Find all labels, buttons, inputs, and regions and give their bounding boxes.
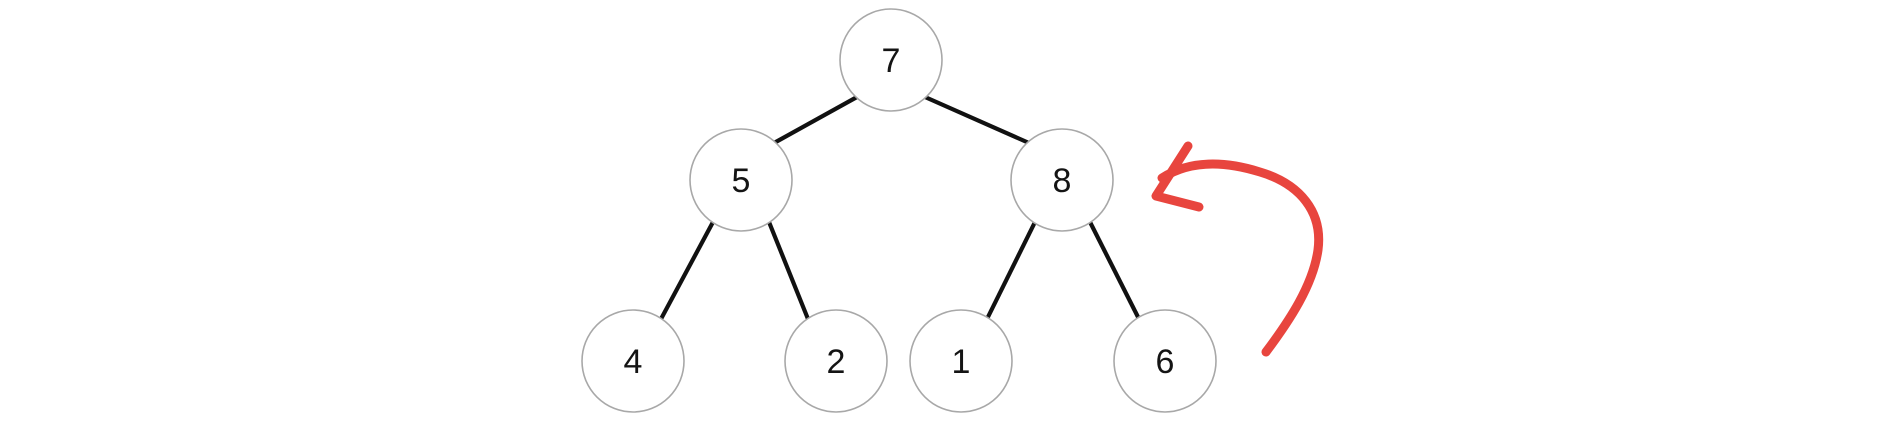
- tree-node-5[interactable]: 5: [689, 128, 793, 232]
- tree-edge-root-n8: [924, 95, 1030, 145]
- tree-edge-n8-n1: [985, 221, 1037, 320]
- tree-node-8[interactable]: 8: [1010, 128, 1114, 232]
- node-circle-6[interactable]: [1113, 309, 1217, 413]
- node-label-5: 5: [732, 162, 751, 200]
- node-circle-7[interactable]: [839, 8, 943, 112]
- node-label-2: 2: [827, 343, 846, 381]
- tree-edge-n5-n2: [767, 221, 810, 320]
- tree-edge-root-n5: [772, 95, 859, 145]
- node-circle-5[interactable]: [689, 128, 793, 232]
- tree-node-2[interactable]: 2: [784, 309, 888, 413]
- tree-edge-n8-n6: [1088, 221, 1141, 320]
- node-circle-8[interactable]: [1010, 128, 1114, 232]
- tree-node-7[interactable]: 7: [839, 8, 943, 112]
- tree-node-6[interactable]: 6: [1113, 309, 1217, 413]
- red-arrow-shaft: [1157, 159, 1324, 357]
- node-circle-4[interactable]: [581, 309, 685, 413]
- node-circle-2[interactable]: [784, 309, 888, 413]
- node-label-1: 1: [952, 343, 971, 381]
- node-label-6: 6: [1156, 343, 1175, 381]
- node-label-7: 7: [882, 42, 901, 80]
- node-label-8: 8: [1053, 162, 1072, 200]
- tree-node-1[interactable]: 1: [909, 309, 1013, 413]
- node-label-4: 4: [624, 343, 643, 381]
- tree-node-4[interactable]: 4: [581, 309, 685, 413]
- node-circle-1[interactable]: [909, 309, 1013, 413]
- tree-nodes-group: 7 5 8 4 2 1 6: [581, 8, 1217, 413]
- red-arrow-head-icon: [1151, 141, 1204, 212]
- tree-edges-group: [659, 95, 1141, 320]
- annotation-group: [1151, 141, 1324, 357]
- tree-edge-n5-n4: [659, 221, 715, 320]
